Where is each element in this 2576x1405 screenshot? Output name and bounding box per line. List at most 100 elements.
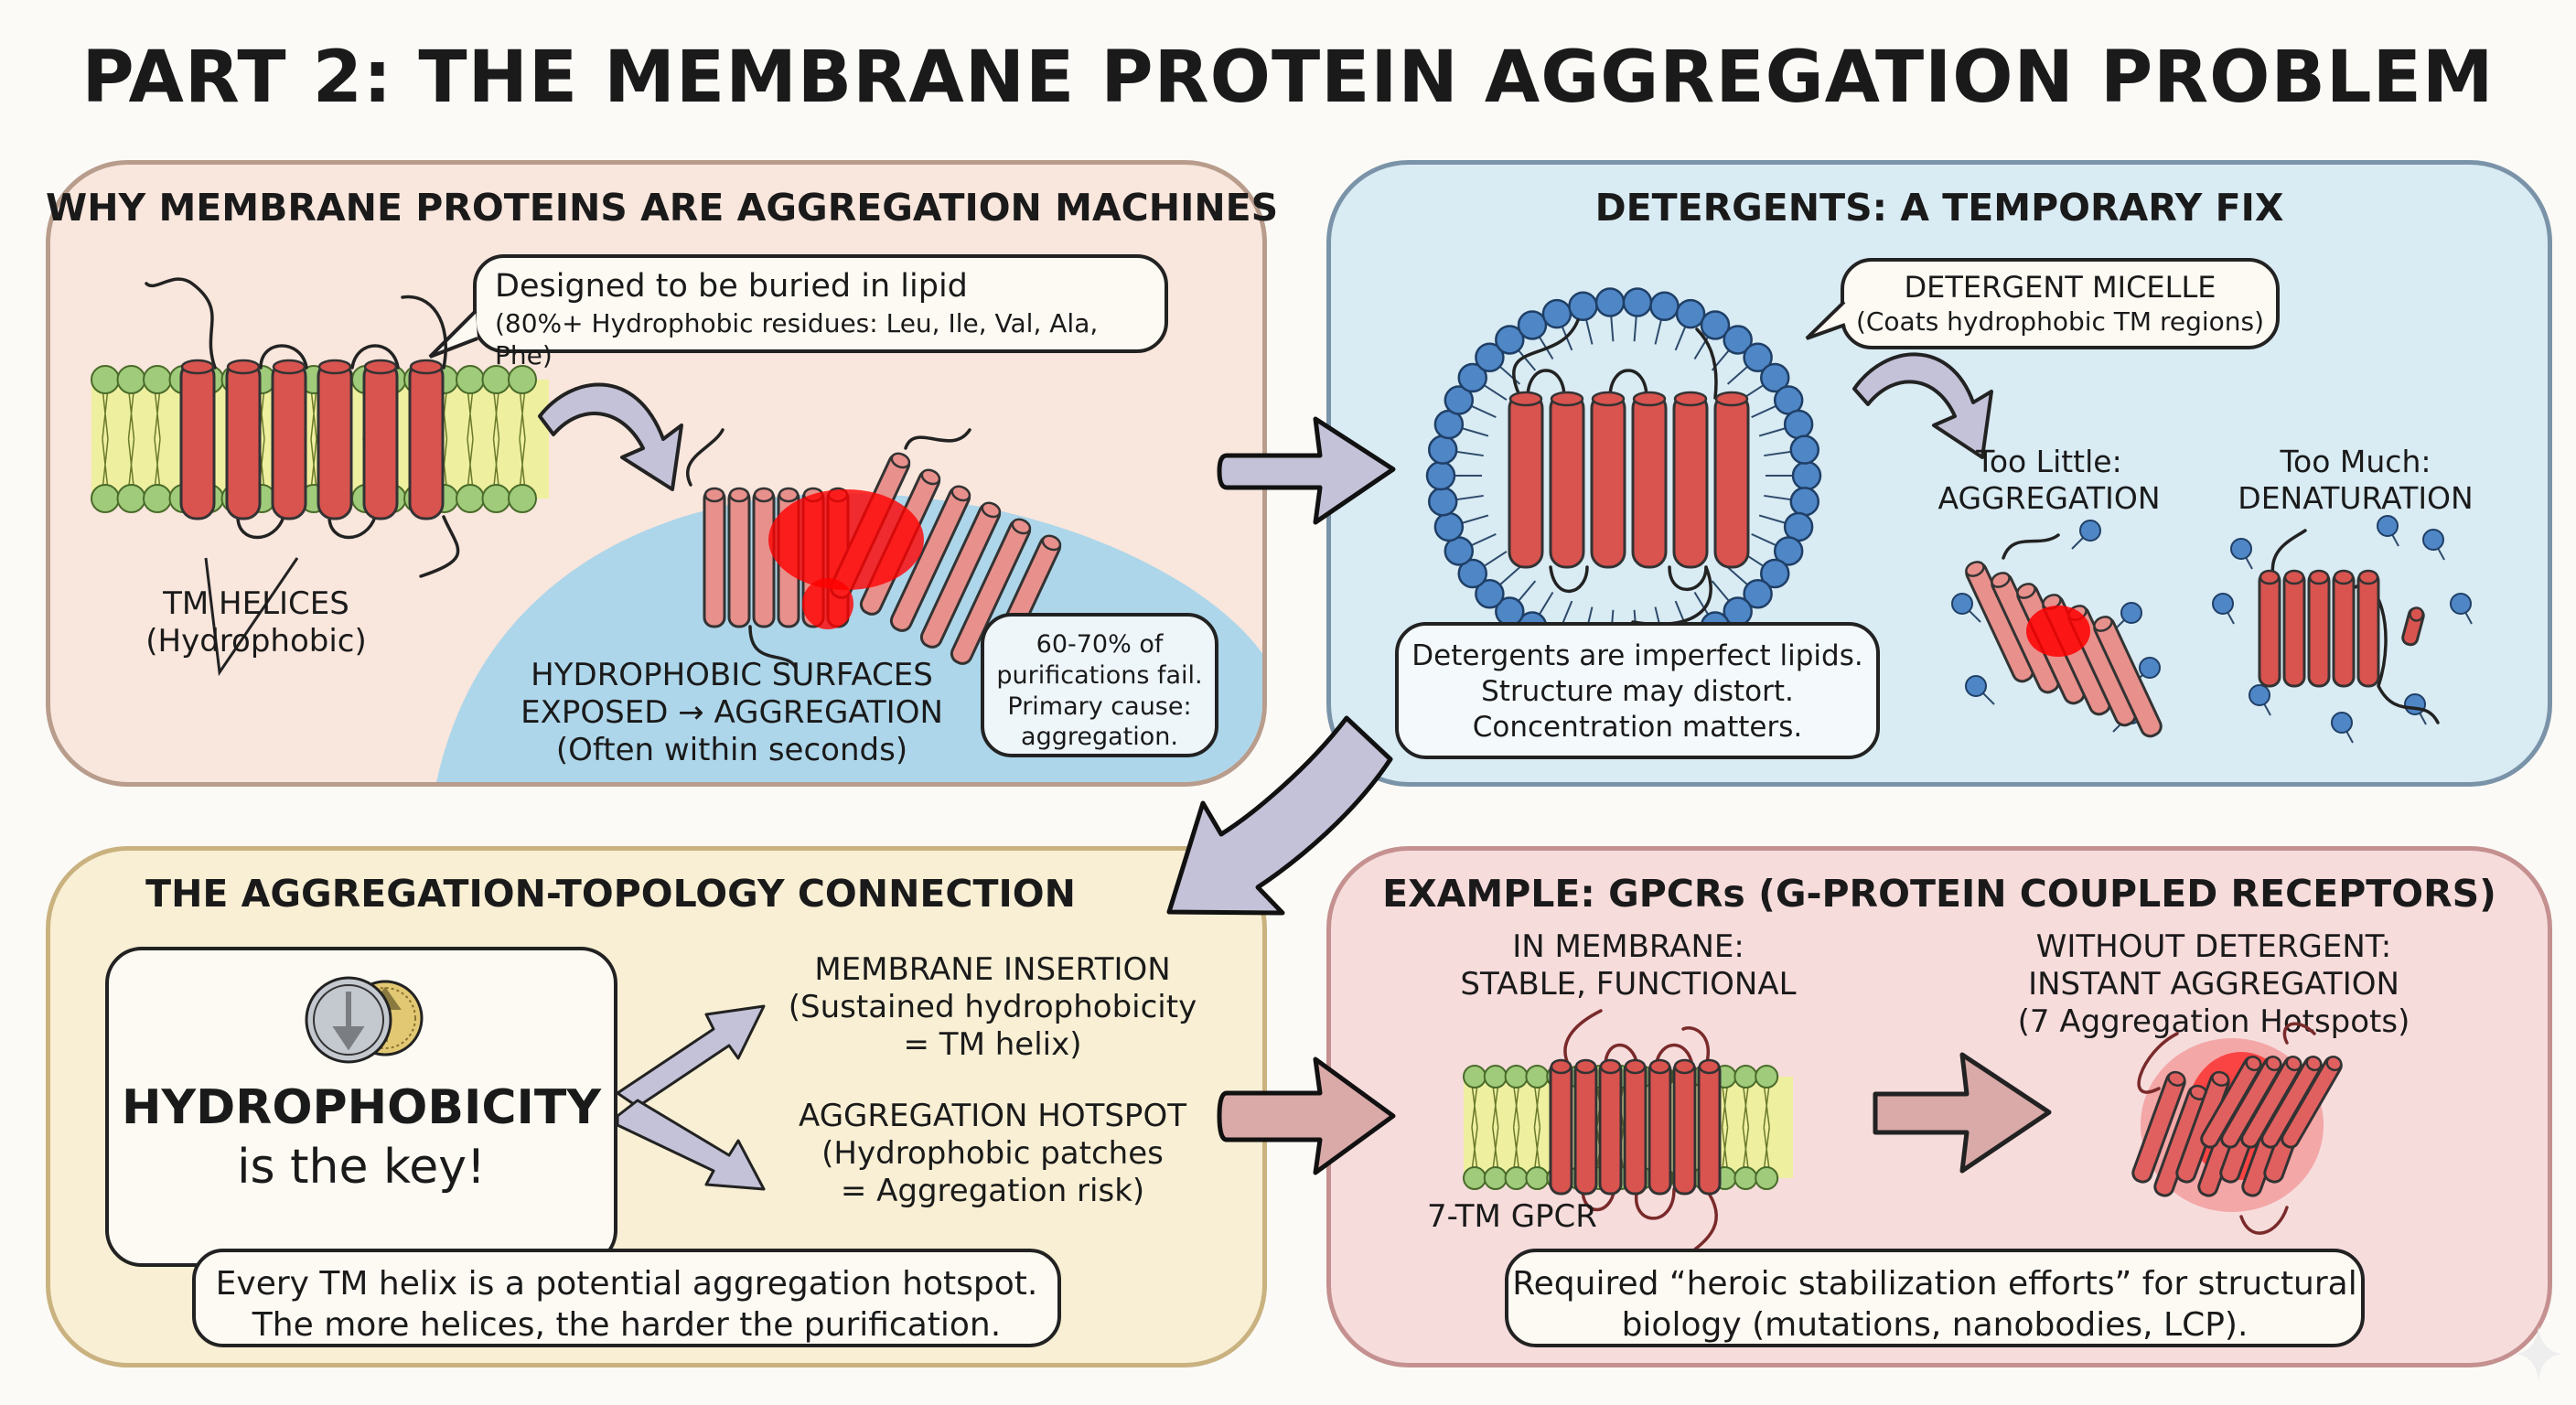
detergent-head <box>2212 593 2234 615</box>
detergent-head <box>1649 291 1680 322</box>
detergent-head <box>1759 558 1790 589</box>
hotspot-blob <box>768 489 924 590</box>
helix-body <box>1623 1059 1648 1196</box>
tm-label-line1: TM HELICES <box>163 585 349 622</box>
loop <box>1526 369 1566 400</box>
detergent-head <box>1743 578 1773 609</box>
detergent-head <box>2120 602 2142 624</box>
helix-cap <box>1550 1058 1572 1075</box>
helix-body <box>1648 1059 1672 1196</box>
too-much-label: Too Much: DENATURATION <box>2214 444 2497 516</box>
gpcr-in-membrane <box>1463 1009 1793 1260</box>
helix-cap <box>2333 569 2355 585</box>
hotspot-line3: = Aggregation risk) <box>840 1172 1145 1209</box>
helix-cap <box>1632 391 1667 407</box>
lipid-tail <box>153 379 162 499</box>
helix <box>1648 1058 1672 1196</box>
membrane-with-tm-helices <box>91 277 549 578</box>
loop <box>1668 565 1708 592</box>
helix-cap <box>1673 391 1708 407</box>
helix <box>1508 391 1544 569</box>
micelle-line2: (Coats hydrophobic TM regions) <box>1855 306 2265 337</box>
too-much-line1: Too Much: <box>2280 444 2431 479</box>
hotspot-blob <box>2026 606 2090 657</box>
helix <box>2281 1056 2343 1149</box>
lipid-tail <box>309 379 318 499</box>
helix <box>1713 391 1750 569</box>
curved-arrow-icon <box>538 382 683 491</box>
too-much-line2: DENATURATION <box>2238 479 2474 516</box>
bubble-line1: Designed to be buried in lipid <box>495 268 968 305</box>
too-much-denaturation-illustration <box>2212 515 2473 744</box>
loop <box>419 515 460 578</box>
panel-title-topology: THE AGGREGATION-TOPOLOGY CONNECTION <box>145 872 1076 916</box>
helix-cap <box>2308 569 2330 585</box>
loop <box>2270 529 2307 578</box>
lipid-tail <box>1532 1076 1542 1179</box>
helix-body <box>408 359 445 520</box>
page-title: PART 2: THE MEMBRANE PROTEIN AGGREGATION… <box>81 37 2495 119</box>
helix-cap <box>1991 572 2011 588</box>
helix <box>1549 391 1585 569</box>
helix-body <box>362 359 399 520</box>
lipid-head <box>91 365 120 394</box>
key-line1: HYDROPHOBICITY <box>121 1080 602 1135</box>
flow-arrow-diagonal <box>1166 715 1393 916</box>
detergent-head <box>1541 298 1572 329</box>
failure-stat-box: 60-70% of purifications fail. Primary ca… <box>981 613 1218 757</box>
helix <box>889 485 971 632</box>
detergent-head <box>2377 515 2399 537</box>
helix-cap <box>1508 391 1543 407</box>
stat-line4: aggregation. <box>1021 723 1178 752</box>
detergent-head <box>1622 287 1653 317</box>
helix <box>2131 1070 2186 1184</box>
loop <box>1511 318 1580 395</box>
key-line2: is the key! <box>237 1140 486 1195</box>
helix-cap <box>890 452 911 469</box>
detergent-head <box>2249 684 2270 706</box>
helix-cap <box>728 487 750 503</box>
detergent-head <box>2079 520 2101 542</box>
helix <box>752 487 776 628</box>
lipid-tail <box>1741 1076 1751 1179</box>
detergent-head <box>1427 487 1458 517</box>
topology-note-line1: Every TM helix is a potential aggregatio… <box>215 1265 1038 1303</box>
helix-cap <box>272 359 306 375</box>
detergent-head <box>1475 578 1505 609</box>
detergent-head <box>2422 529 2444 551</box>
loop <box>259 344 308 370</box>
helix <box>2200 1056 2262 1149</box>
helix-cap <box>2211 1070 2230 1087</box>
too-little-label: Too Little: AGGREGATION <box>1912 444 2186 516</box>
loop <box>748 625 798 670</box>
detergent-head <box>1495 325 1525 355</box>
loop <box>904 428 971 450</box>
lipid-tail <box>466 379 475 499</box>
stat-line3: Primary cause: <box>1007 692 1192 721</box>
helix-body <box>1549 1059 1573 1196</box>
helix-body <box>752 488 776 628</box>
tm-helices-label: TM HELICES (Hydrophobic) <box>128 585 384 660</box>
helix-cap <box>1041 534 1062 552</box>
lipid-tail <box>491 379 501 499</box>
helix <box>727 487 751 628</box>
lipid-head <box>1483 1065 1508 1089</box>
helix <box>1549 1058 1573 1196</box>
lipid-head <box>481 365 511 394</box>
helix-body <box>1713 391 1750 569</box>
helix <box>2093 616 2163 738</box>
in-membrane-line1: IN MEMBRANE: <box>1512 928 1744 965</box>
membrane-insertion-label: MEMBRANE INSERTION (Sustained hydrophobi… <box>768 951 1217 1063</box>
helix-body <box>1590 391 1626 569</box>
helix <box>2282 569 2306 688</box>
lipid-tail <box>1762 1076 1771 1179</box>
helix-body <box>2307 570 2331 688</box>
lipid-head <box>1755 1065 1779 1089</box>
detergent-head <box>1517 310 1548 340</box>
too-little-line2: AGGREGATION <box>1937 479 2161 516</box>
lipid-tail <box>101 379 110 499</box>
helix-cap <box>2283 569 2305 585</box>
micelle-line1: DETERGENT MICELLE <box>1904 270 2216 305</box>
helix <box>1598 1058 1623 1196</box>
panel-title-detergents: DETERGENTS: A TEMPORARY FIX <box>1594 186 2284 230</box>
